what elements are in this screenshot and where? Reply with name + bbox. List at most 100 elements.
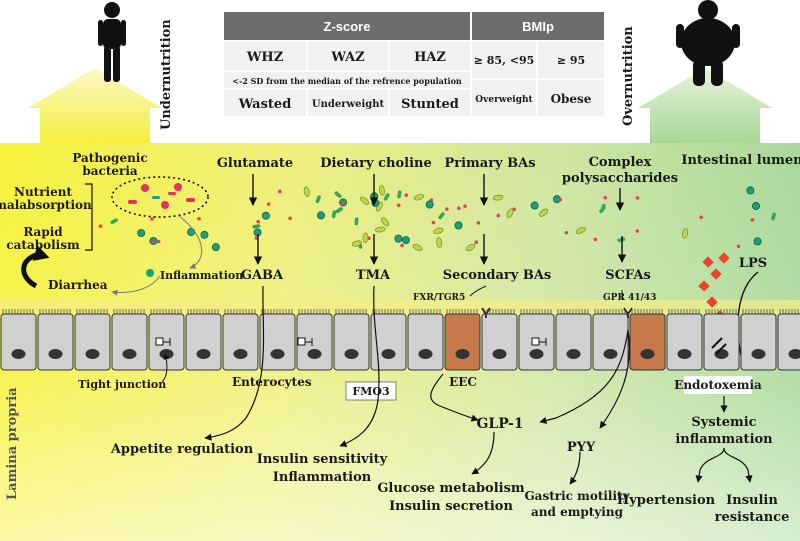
bmip-range1: ≥ 85, <95 [474, 54, 535, 67]
zscore-header-cell [224, 12, 470, 40]
overnutrition-label: Overnutrition [621, 26, 636, 126]
appetite-label: Appetite regulation [110, 442, 254, 457]
tma-label: TMA [356, 268, 391, 283]
eec-cell [629, 309, 666, 371]
dietary-choline-label: Dietary choline [320, 156, 431, 171]
insulin-sensitivity-label: Insulin sensitivity [257, 452, 388, 467]
complex-polysaccharides-2: polysaccharides [562, 171, 678, 186]
enterocyte-cell [555, 309, 592, 371]
fxr-connector [469, 285, 487, 297]
enterocyte-cell [592, 309, 629, 371]
enterocyte-cell [407, 309, 444, 371]
tight-junction-icon [531, 337, 547, 346]
diarrhea-arrowhead [32, 245, 50, 261]
enterocyte-cell [666, 309, 703, 371]
enterocyte-cell [0, 309, 37, 371]
pathogenic-bacteria-icons [128, 183, 195, 209]
fmo3-box [345, 381, 397, 401]
gastric-motility-label: Gastric motility [524, 489, 630, 503]
bmip-header: BMIp [522, 19, 554, 34]
pyy-label: PYY [567, 440, 596, 455]
pathogenic-label-2: bacteria [82, 164, 138, 178]
primary-bas-label: Primary BAs [444, 156, 535, 171]
tight-junction-icon [155, 337, 171, 346]
endotoxemia-label: Endotoxemia [674, 378, 762, 392]
zscore-header: Z-score [324, 19, 371, 34]
gaba-label: GABA [241, 268, 284, 283]
glucose-metabolism-label: Glucose metabolism [377, 481, 525, 496]
receptor-icon [481, 307, 491, 318]
nutrient-label-2: malabsorption [0, 198, 92, 212]
fmo3-label: FMO3 [352, 385, 389, 398]
fxr-tgr5-label: FXR/TGR5 [413, 293, 465, 303]
complex-polysaccharides-1: Complex [589, 155, 652, 170]
hypertension-label: Hypertension [617, 493, 716, 508]
inflammation-outcome-label: Inflammation [273, 470, 372, 485]
glutamate-label: Glutamate [217, 156, 293, 171]
pathogenic-label-1: Pathogenic [72, 151, 147, 165]
systemic-pathway-arrows [204, 285, 753, 485]
enterocyte-cell [185, 309, 222, 371]
insulin-resistance-label-2: resistance [715, 510, 790, 525]
lamina-propria-label: Lamina propria [5, 387, 20, 500]
eec-cell [444, 309, 481, 371]
thin-person-icon [98, 2, 126, 82]
enterocyte-cell [37, 309, 74, 371]
broken-junction-icon [711, 337, 727, 355]
inflammation-to-diarrhea-arrow [111, 275, 161, 296]
epithelium-layer [0, 307, 800, 371]
eec-label: EEC [449, 375, 477, 389]
diarrhea-label: Diarrhea [48, 278, 108, 292]
nutrient-label-1: Nutrient [14, 185, 72, 199]
insulin-secretion-label: Insulin secretion [389, 499, 513, 514]
enterocyte-cell [111, 309, 148, 371]
enterocyte-cell [370, 309, 407, 371]
stunted-label: Stunted [401, 97, 459, 112]
endotoxemia-box [684, 376, 752, 394]
systemic-label-2: inflammation [675, 432, 773, 447]
inflammation-label: Inflammation [160, 269, 243, 282]
enterocyte-cell [740, 309, 777, 371]
enterocyte-cell [222, 309, 259, 371]
underweight-label: Underweight [312, 99, 385, 110]
wasted-label: Wasted [238, 97, 292, 112]
overweight-label: Overweight [475, 95, 533, 105]
intestinal-lumen-label: Intestinal lumen [681, 153, 800, 168]
sd-note: <-2 SD from the median of the refrence p… [232, 76, 462, 86]
obese-person-icon [676, 0, 740, 86]
lumen-pathway-arrows [248, 174, 627, 265]
pathogen-to-inflammation-arrow [177, 214, 203, 269]
obese-label: Obese [551, 92, 592, 106]
insulin-resistance-label-1: Insulin [726, 493, 778, 508]
undernutrition-arrow [28, 68, 162, 143]
enterocyte-cell [333, 309, 370, 371]
lps-label: LPS [739, 256, 767, 271]
scfas-label: SCFAs [605, 268, 651, 283]
enterocyte-cell [74, 309, 111, 371]
tight-junction-icon [297, 337, 313, 346]
enterocyte-cell [296, 309, 333, 371]
bmip-header-cell [472, 12, 604, 40]
tight-junction-label: Tight junction [78, 378, 166, 391]
enterocyte-cell [703, 309, 740, 371]
receptor-icon [623, 307, 633, 318]
enterocytes-label: Enterocytes [232, 375, 312, 389]
glp1-label: GLP-1 [476, 416, 523, 432]
gpr-label: GPR 41/43 [603, 293, 656, 303]
left-bracket [85, 183, 93, 251]
lps-entry-line [737, 271, 759, 361]
tight-junction-pointer [161, 353, 170, 383]
rapid-label-2: catabolism [6, 238, 80, 252]
rapid-label-1: Rapid [23, 225, 63, 239]
bmip-range2: ≥ 95 [557, 54, 585, 67]
waz-label: WAZ [330, 50, 365, 65]
systemic-label-1: Systemic [691, 415, 756, 430]
enterocyte-cell [481, 309, 518, 371]
pathogenic-bacteria-cluster [111, 176, 209, 218]
bacterium-icon [146, 269, 154, 277]
classification-table: Z-score BMIp WHZ WAZ HAZ <-2 SD from the… [224, 12, 604, 116]
overnutrition-arrow [638, 68, 772, 143]
secondary-bas-label: Secondary BAs [443, 268, 552, 283]
